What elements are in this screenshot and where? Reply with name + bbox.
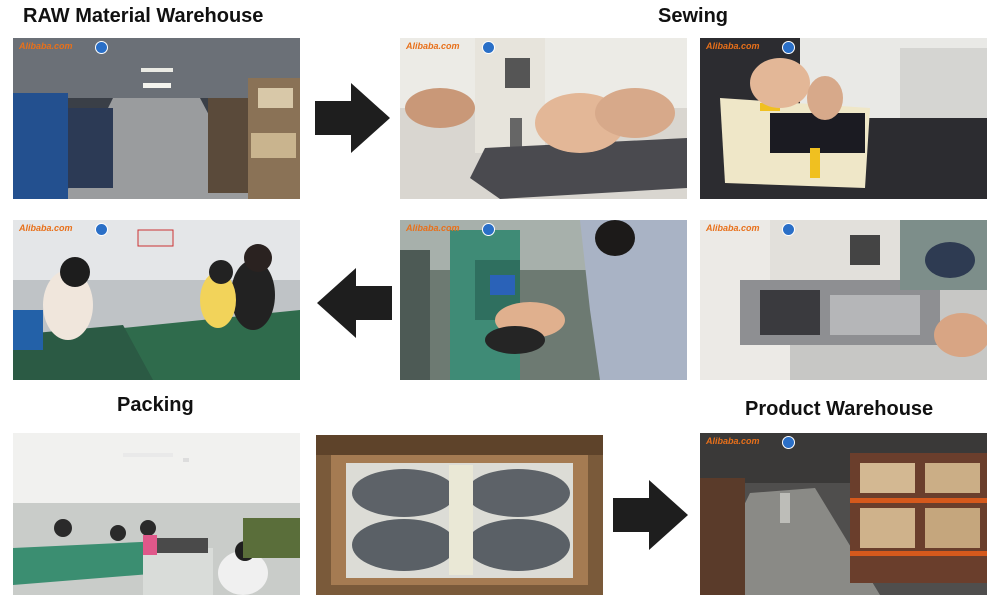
badge-icon — [95, 223, 108, 236]
watermark-logo: Alibaba.com — [706, 436, 760, 446]
product-warehouse-label: Product Warehouse — [745, 398, 934, 420]
machine-worker-photo: Alibaba.com — [400, 220, 687, 380]
automatic-machine-photo: Alibaba.com — [700, 220, 987, 380]
badge-icon — [782, 223, 795, 236]
watermark-logo: Alibaba.com — [706, 41, 760, 51]
product-warehouse-photo: Alibaba.com — [700, 433, 987, 595]
arrow-right-icon — [315, 83, 390, 153]
watermark-logo: Alibaba.com — [19, 223, 73, 233]
badge-icon — [482, 223, 495, 236]
badge-icon — [482, 41, 495, 54]
watermark-logo: Alibaba.com — [406, 223, 460, 233]
arrow-left-icon — [317, 268, 392, 338]
badge-icon — [95, 41, 108, 54]
packing-floor-photo — [13, 433, 300, 595]
badge-icon — [782, 436, 795, 449]
watermark-logo: Alibaba.com — [406, 41, 460, 51]
sewing-label: Sewing — [658, 5, 729, 27]
raw-material-warehouse-label: RAW Material Warehouse — [23, 5, 264, 27]
watermark-logo: Alibaba.com — [706, 223, 760, 233]
watermark-logo: Alibaba.com — [19, 41, 73, 51]
sewing-photo-2: Alibaba.com — [700, 38, 987, 199]
raw-warehouse-photo: Alibaba.com — [13, 38, 300, 199]
badge-icon — [782, 41, 795, 54]
packing-label: Packing — [117, 394, 194, 416]
sewing-photo-1: Alibaba.com — [400, 38, 687, 199]
arrow-right-icon — [613, 480, 688, 550]
assembly-line-photo: Alibaba.com — [13, 220, 300, 380]
boxed-product-photo — [316, 435, 603, 595]
